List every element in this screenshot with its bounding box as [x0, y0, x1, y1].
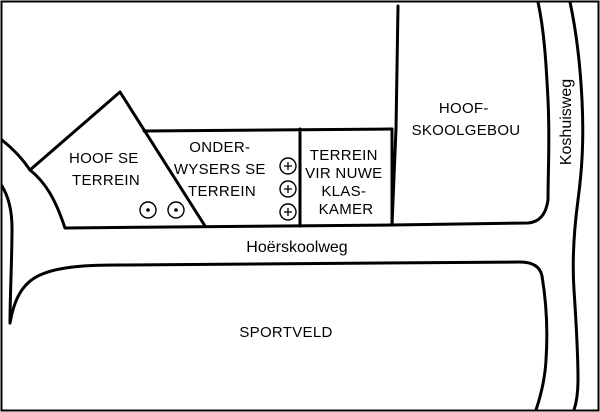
main-building-label: HOOF- SKOOLGEBOU [412, 100, 521, 139]
new-classroom-line-1: TERREIN [310, 147, 378, 164]
main-building-line-1: HOOF- [439, 100, 489, 117]
teachers-grounds-line-2: WYSERS SE [174, 161, 266, 178]
principal-grounds-line-2: TERREIN [72, 172, 140, 189]
principal-grounds-line-1: HOOF SE [69, 150, 139, 167]
sports-field-label: SPORTVELD [239, 324, 332, 341]
principal-grounds-outline [28, 90, 207, 228]
left-road-lower-edge [0, 184, 14, 325]
main-road-label: Hoërskoolweg [246, 239, 347, 256]
side-road-label: Koshuisweg [558, 79, 575, 165]
main-building-line-2: SKOOLGEBOU [412, 122, 521, 139]
principal-house-icon-1 [139, 201, 157, 219]
side-road-right-edge [568, 0, 585, 412]
left-road-upper-edge [0, 138, 32, 172]
teacher-house-icon-2 [279, 180, 297, 198]
new-classroom-line-3: KLAS- [321, 183, 366, 200]
new-classroom-line-2: VIR NUWE [305, 165, 382, 182]
teachers-grounds-label: ONDER- WYSERS SE TERREIN [174, 139, 270, 200]
teacher-house-icon-3 [279, 203, 297, 221]
teachers-grounds-line-3: TERREIN [188, 183, 256, 200]
main-road-upper-edge [28, 168, 550, 230]
main-road-lower-edge [8, 260, 544, 325]
teachers-grounds-outline [142, 127, 394, 228]
new-classroom-site-label: TERREIN VIR NUWE KLAS- KAMER [305, 147, 387, 218]
principal-grounds-label: HOOF SE TERREIN [69, 150, 143, 189]
teachers-grounds-line-1: ONDER- [189, 139, 250, 156]
teacher-house-icon-1 [279, 157, 297, 175]
side-road-left-edge [534, 0, 551, 412]
new-classroom-line-4: KAMER [319, 201, 374, 218]
principal-house-icon-2 [167, 201, 185, 219]
main-building-outline [390, 4, 400, 227]
